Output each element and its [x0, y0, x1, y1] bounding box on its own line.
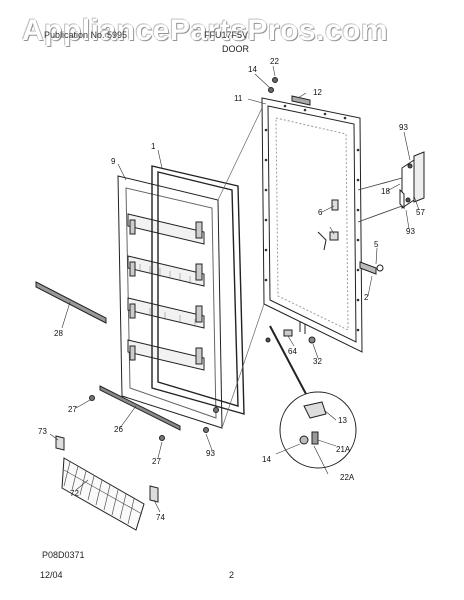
detail-callout-line: [269, 325, 307, 395]
part-22-screw: [272, 77, 278, 83]
label-11: 11: [234, 94, 243, 103]
label-93-bottom: 93: [206, 449, 215, 458]
part-74-clip: [149, 485, 159, 503]
site-watermark: AppliancePartsPros.com: [22, 14, 389, 47]
label-1: 1: [151, 142, 156, 151]
inner-door-liner: [117, 175, 223, 429]
outer-door-panel: [261, 97, 363, 353]
detail-circle: [279, 391, 357, 469]
alignment-lines: [217, 107, 265, 429]
label-57: 57: [416, 208, 425, 217]
label-26: 26: [114, 425, 123, 434]
label-28: 28: [54, 329, 63, 338]
label-93-mid: 93: [406, 227, 415, 236]
lower-door-parts: [265, 329, 316, 344]
label-22a: 22A: [340, 473, 355, 482]
model-header: FFU17F5V: [204, 30, 249, 40]
label-22: 22: [270, 57, 279, 66]
part-12-strip: [291, 95, 311, 106]
label-14-top: 14: [248, 65, 257, 74]
door-gasket: [151, 165, 245, 415]
door-handle-assembly: [399, 151, 425, 210]
part-26-strip: [99, 385, 181, 431]
part-14-screw: [268, 87, 274, 93]
footer-date: 12/04: [40, 570, 63, 580]
label-2: 2: [364, 293, 369, 302]
section-title: DOOR: [222, 44, 249, 54]
part-28-strip: [35, 281, 107, 324]
part-5-latch: [359, 261, 384, 275]
label-5: 5: [374, 240, 379, 249]
label-27-left: 27: [68, 405, 77, 414]
label-73: 73: [38, 427, 47, 436]
handle-connection-lines: [357, 177, 403, 223]
page-number: 2: [229, 570, 235, 580]
label-72: 72: [70, 489, 79, 498]
label-18: 18: [381, 187, 390, 196]
publication-header: Publication No. 5995: [44, 30, 128, 40]
label-93-top: 93: [399, 123, 408, 132]
diagram-code: P08D0371: [42, 550, 85, 560]
label-64: 64: [288, 347, 297, 356]
label-74: 74: [156, 513, 165, 522]
label-21a: 21A: [336, 445, 351, 454]
door-basket: [61, 457, 145, 531]
label-12: 12: [313, 88, 322, 97]
label-9: 9: [111, 157, 116, 166]
label-6: 6: [318, 208, 323, 217]
leader-lines: [49, 65, 420, 513]
screws: [89, 395, 219, 441]
label-14-detail: 14: [262, 455, 271, 464]
label-27-bottom: 27: [152, 457, 161, 466]
label-32: 32: [313, 357, 322, 366]
part-73-clip: [55, 435, 65, 451]
label-13: 13: [338, 416, 347, 425]
